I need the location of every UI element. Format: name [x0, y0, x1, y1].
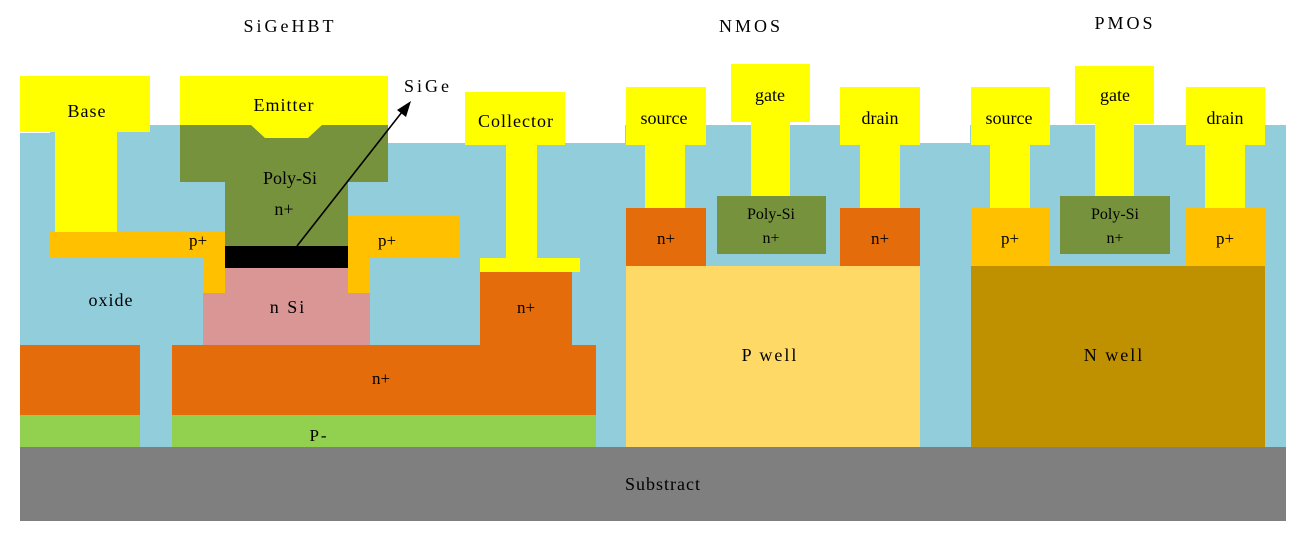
- title-sige-hbt: SiGeHBT: [244, 16, 337, 36]
- poly-si-emitter: [180, 125, 388, 246]
- label-pmos-gate: gate: [1100, 85, 1130, 105]
- label-nmos-poly-si: Poly-Si: [747, 206, 796, 223]
- label-oxide: oxide: [89, 290, 134, 310]
- base-contact: [20, 76, 150, 232]
- label-n-plus-collector: n+: [517, 298, 535, 317]
- pmos-p-plus-drain: [1186, 208, 1265, 266]
- nmos-source-contact: [626, 87, 706, 208]
- nmos-n-plus-drain: [840, 208, 920, 266]
- n-well: [971, 266, 1265, 447]
- label-nmos-source: source: [641, 108, 688, 128]
- p-plus-left: [50, 232, 225, 293]
- label-sige: SiGe: [404, 76, 452, 96]
- label-base: Base: [68, 101, 107, 121]
- label-nmos-gate: gate: [755, 85, 785, 105]
- label-pmos-p-plus-right: p+: [1216, 229, 1234, 248]
- label-substrate: Substract: [625, 474, 701, 494]
- label-p-well: P well: [742, 345, 799, 365]
- pmos-poly-gate: [1060, 196, 1170, 254]
- pmos-source-contact: [971, 87, 1050, 208]
- nmos-gate-contact: [731, 64, 810, 196]
- n-plus-collector: [480, 272, 572, 345]
- label-n-si: n Si: [270, 297, 307, 317]
- p-minus-right: [172, 415, 596, 447]
- label-poly-si-hbt-n-plus: n+: [274, 199, 293, 219]
- label-p-minus: P-: [309, 426, 328, 445]
- substrate-layer: [20, 447, 1286, 521]
- label-nmos-n-plus-left: n+: [657, 229, 675, 248]
- label-collector: Collector: [478, 111, 554, 131]
- label-pmos-poly-n-plus: n+: [1106, 230, 1123, 247]
- pmos-p-plus-source: [971, 208, 1050, 266]
- label-p-plus-left: p+: [189, 231, 207, 250]
- label-emitter: Emitter: [254, 95, 315, 115]
- p-plus-right: [348, 215, 460, 293]
- label-nmos-drain: drain: [862, 108, 899, 128]
- title-pmos: PMOS: [1094, 13, 1155, 33]
- label-n-plus-buried: n+: [372, 369, 390, 388]
- pmos-drain-contact: [1186, 87, 1265, 208]
- label-poly-si-hbt: Poly-Si: [263, 168, 317, 188]
- label-pmos-source: source: [986, 108, 1033, 128]
- oxide-top-cut-gap2: [565, 125, 625, 143]
- label-pmos-p-plus-left: p+: [1001, 229, 1019, 248]
- label-p-plus-right: p+: [378, 231, 396, 250]
- label-nmos-n-plus-right: n+: [871, 229, 889, 248]
- pmos-gate-contact: [1075, 66, 1154, 196]
- label-nmos-poly-n-plus: n+: [762, 230, 779, 247]
- collector-contact: [465, 92, 580, 272]
- oxide-top-cut-gap3: [920, 125, 970, 143]
- sige-arrow-head: [397, 101, 411, 117]
- oxide-top-cut-gap: [385, 125, 465, 143]
- label-pmos-drain: drain: [1207, 108, 1244, 128]
- label-pmos-poly-si: Poly-Si: [1091, 206, 1140, 223]
- p-well: [626, 266, 920, 447]
- n-plus-buried-right: [172, 345, 596, 415]
- nmos-drain-contact: [840, 87, 920, 208]
- n-plus-buried-left: [20, 345, 140, 415]
- emitter-contact: [180, 76, 388, 138]
- nmos-poly-gate: [717, 196, 826, 254]
- sige-layer: [225, 246, 348, 268]
- p-minus-left: [20, 415, 140, 447]
- label-n-well: N well: [1084, 345, 1145, 365]
- sige-arrow-line: [296, 111, 403, 247]
- title-nmos: NMOS: [719, 16, 783, 36]
- n-si-region: [203, 268, 370, 345]
- nmos-n-plus-source: [626, 208, 706, 266]
